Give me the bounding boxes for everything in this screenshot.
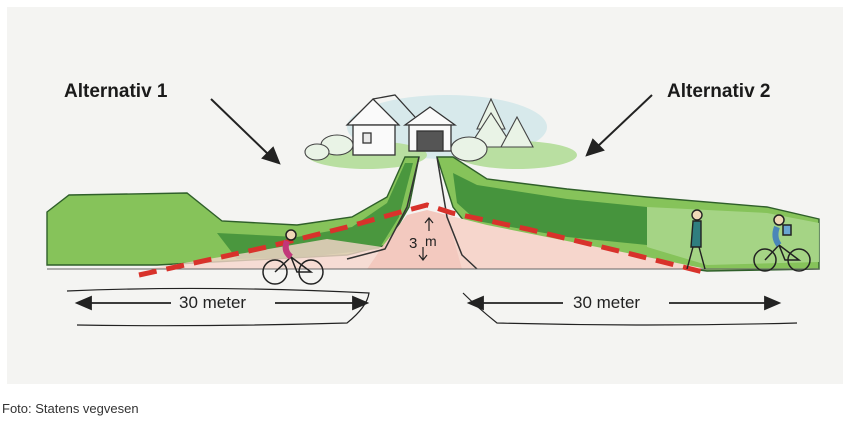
diagram-figure: Alternativ 1 Alternativ 2 30 meter 30 me… [7,7,843,384]
road-surface-right [447,215,707,269]
distance-label-left: 30 meter [179,293,247,312]
cyclist-icon [262,229,324,285]
arrow-left-icon [585,94,653,157]
tree-icon [304,134,354,161]
cut-wall-left [346,156,420,260]
distance-arrow-left [66,287,370,327]
house-icon [345,94,416,156]
tunnel-icon [402,106,458,152]
pedestrian-icon [686,209,706,270]
label-alternativ-1: Alternativ 1 [64,81,168,102]
photo-credit: Foto: Statens vegvesen [2,401,139,416]
distance-label-right: 30 meter [573,293,641,312]
grass-left-dark [217,163,413,259]
cyclist-icon [753,214,811,272]
height-value: 3 [409,235,418,252]
height-unit: m [425,233,437,249]
profile-dashed-line [138,202,708,278]
diagram-scene [46,94,820,327]
cut-wall-right [436,156,478,270]
label-alternativ-2: Alternativ 2 [667,81,771,102]
distance-arrow-right [462,292,798,326]
arrow-right-icon [210,98,281,165]
height-marker [418,217,434,261]
grass-right-dark [453,173,647,245]
tree-icon [450,97,534,162]
